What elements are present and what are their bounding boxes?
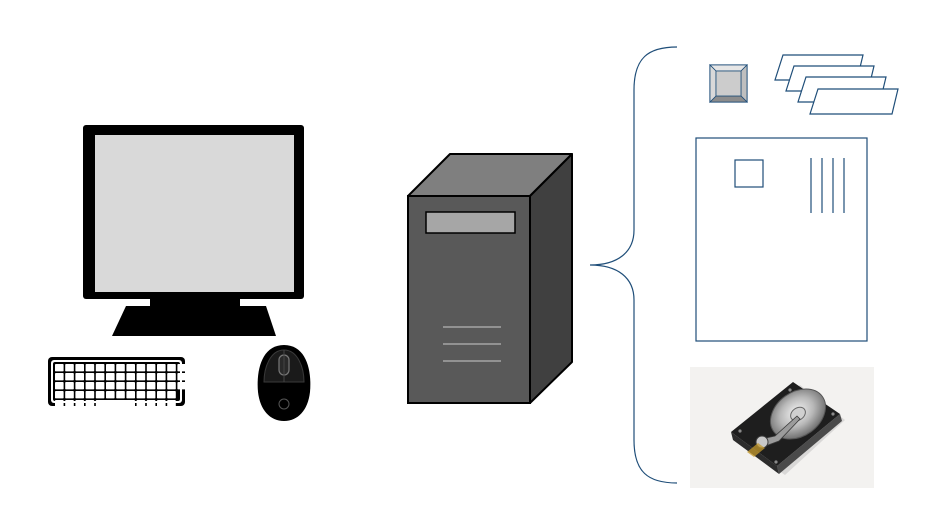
keyboard-key — [146, 364, 156, 372]
keyboard-key — [65, 373, 74, 381]
keyboard-key — [136, 400, 146, 408]
keyboard-key — [106, 364, 115, 372]
keyboard-key — [55, 382, 64, 390]
keyboard-key — [106, 382, 115, 390]
keyboard-key — [85, 364, 95, 372]
keyboard-key — [157, 364, 166, 372]
keyboard-key — [95, 391, 105, 399]
keyboard-key — [157, 373, 166, 381]
keyboard-key — [167, 364, 176, 372]
keyboard-key — [95, 373, 105, 381]
keyboard-key — [75, 400, 84, 408]
keyboard-key — [65, 400, 74, 408]
keyboard-key — [167, 400, 176, 408]
keyboard-key — [55, 373, 64, 381]
keyboard-key — [106, 373, 115, 381]
keyboard-key — [116, 382, 125, 390]
keyboard-key — [167, 382, 176, 390]
keyboard-key — [65, 382, 74, 390]
keyboard-key — [167, 373, 176, 381]
keyboard-key — [167, 391, 176, 399]
keyboard-key — [116, 391, 125, 399]
keyboard-key — [146, 373, 156, 381]
keyboard-key — [126, 382, 135, 390]
grouping-brace — [589, 46, 678, 484]
keyboard-key — [75, 364, 84, 372]
keyboard-key — [126, 391, 135, 399]
keyboard-key — [95, 364, 105, 372]
keyboard-key — [146, 382, 156, 390]
keyboard-key — [85, 373, 95, 381]
keyboard-key — [177, 373, 186, 381]
keyboard-key — [116, 373, 125, 381]
keyboard-key — [136, 373, 146, 381]
keyboard-key — [85, 382, 95, 390]
keyboard-key — [85, 391, 95, 399]
keyboard-key — [157, 382, 166, 390]
keyboard-key — [157, 400, 166, 408]
keyboard-key — [146, 400, 156, 408]
keyboard-key — [55, 391, 64, 399]
keyboard-key — [177, 382, 186, 390]
keyboard-icon — [48, 357, 186, 408]
keyboard-key — [65, 391, 74, 399]
memory-modules-icon — [774, 54, 899, 115]
keyboard-key — [75, 391, 84, 399]
keyboard-key — [65, 364, 74, 372]
computer-tower-icon — [407, 153, 573, 404]
keyboard-key — [136, 382, 146, 390]
keyboard-key — [75, 382, 84, 390]
keyboard-key — [85, 400, 95, 408]
keyboard-key — [55, 364, 64, 372]
keyboard-key — [95, 400, 135, 408]
keyboard-key — [95, 382, 105, 390]
keyboard-key — [157, 391, 166, 399]
motherboard-icon — [695, 137, 868, 342]
keyboard-key — [126, 364, 135, 372]
keyboard-key — [75, 373, 84, 381]
keyboard-key — [55, 400, 64, 408]
mouse-icon — [257, 345, 311, 421]
keyboard-key — [136, 364, 146, 372]
keyboard-key — [136, 391, 146, 399]
hard-drive-icon — [690, 367, 874, 488]
keyboard-key — [146, 391, 156, 399]
keyboard-key — [106, 391, 115, 399]
cpu-chip-icon — [709, 64, 748, 103]
keyboard-key — [177, 364, 186, 372]
keyboard-key — [126, 373, 135, 381]
keyboard-key — [116, 364, 125, 372]
monitor-icon — [83, 125, 304, 336]
